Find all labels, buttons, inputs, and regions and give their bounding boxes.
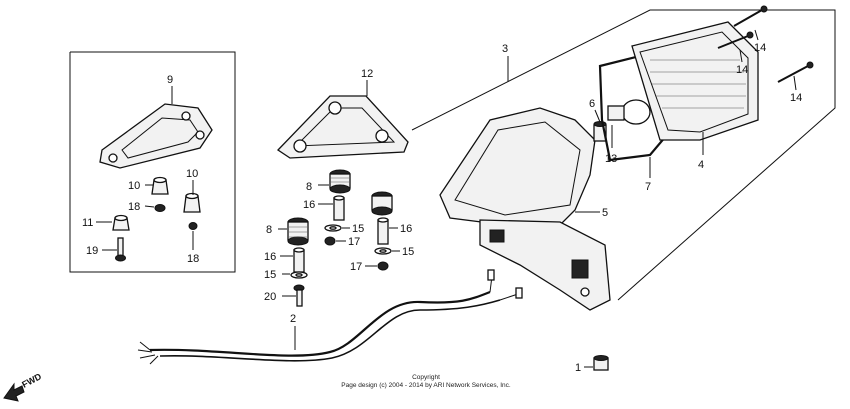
part-8-rubber-cushion-lower[interactable] (287, 217, 309, 246)
part-19-screw[interactable] (115, 237, 126, 262)
callout-13: 13 (605, 153, 617, 165)
callout-18-right: 18 (187, 253, 199, 265)
part-16-collar-lower[interactable] (293, 247, 305, 273)
part-8-rubber-cushion-right[interactable] (371, 191, 393, 216)
part-20-bolt[interactable] (293, 284, 305, 307)
part-12-license-light-cover[interactable] (276, 95, 409, 159)
callout-1: 1 (575, 362, 581, 374)
part-16-collar-right[interactable] (377, 217, 389, 245)
part-1-connector-cap[interactable] (593, 355, 609, 371)
fwd-label: FWD (20, 371, 43, 390)
part-5-taillight-base[interactable] (439, 107, 611, 311)
callout-20: 20 (264, 291, 276, 303)
callout-14-middle: 14 (736, 64, 748, 76)
callout-11: 11 (82, 217, 93, 229)
copyright-line-1: Copyright (412, 374, 440, 381)
callout-14-bottom: 14 (790, 92, 802, 104)
callout-8-lower: 8 (266, 224, 272, 236)
callout-16-lower: 16 (264, 251, 276, 263)
part-18-nut-left[interactable] (154, 204, 166, 212)
part-10-grommet-right[interactable] (183, 192, 201, 213)
callout-9: 9 (167, 74, 173, 86)
callout-17-lower: 17 (350, 261, 362, 273)
fwd-arrow-icon (3, 382, 25, 402)
callout-14-top: 14 (754, 42, 766, 54)
callout-19: 19 (86, 245, 98, 257)
part-15-washer-upper[interactable] (324, 224, 342, 232)
callout-5: 5 (602, 207, 608, 219)
license-bracket-inset-panel (69, 51, 236, 273)
part-17-nut-upper[interactable] (324, 236, 336, 246)
callout-16-upper: 16 (303, 199, 315, 211)
taillight-assembly-panel (411, 9, 836, 301)
part-14-screw-top[interactable] (733, 5, 768, 27)
callout-10-right: 10 (186, 168, 198, 180)
callout-6: 6 (589, 98, 595, 110)
part-4-taillight-lens[interactable] (631, 21, 759, 141)
callout-15-upper: 15 (352, 223, 364, 235)
part-15-washer-right[interactable] (374, 247, 392, 255)
callout-18-left: 18 (128, 201, 140, 213)
part-6-bulb-socket[interactable] (593, 121, 607, 142)
callout-2: 2 (290, 313, 296, 325)
callout-7: 7 (645, 181, 651, 193)
part-16-collar-upper[interactable] (333, 195, 345, 221)
part-14-screw-bottom[interactable] (777, 61, 814, 83)
part-10-grommet-left[interactable] (151, 176, 169, 195)
callout-8-upper: 8 (306, 181, 312, 193)
callout-4: 4 (698, 159, 704, 171)
copyright-line-2: Page design (c) 2004 - 2014 by ARI Netwo… (341, 382, 511, 389)
part-17-nut-lower[interactable] (377, 261, 389, 271)
part-8-rubber-cushion-upper[interactable] (329, 169, 351, 194)
part-9-license-bracket-plate[interactable] (99, 103, 213, 169)
part-15-washer-lower[interactable] (290, 271, 308, 279)
callout-15-lower: 15 (264, 269, 276, 281)
callout-15-right: 15 (402, 246, 414, 258)
part-11-grommet[interactable] (112, 214, 130, 231)
part-18-nut-right[interactable] (188, 222, 198, 230)
callout-16-right: 16 (400, 223, 412, 235)
callout-10-left: 10 (128, 180, 140, 192)
part-2-wire-harness[interactable] (137, 269, 523, 365)
callout-12: 12 (361, 68, 373, 80)
callout-3: 3 (502, 43, 508, 55)
part-14-screw-middle[interactable] (717, 31, 754, 49)
part-13-bulb[interactable] (607, 99, 651, 125)
callout-17-upper: 17 (348, 236, 360, 248)
